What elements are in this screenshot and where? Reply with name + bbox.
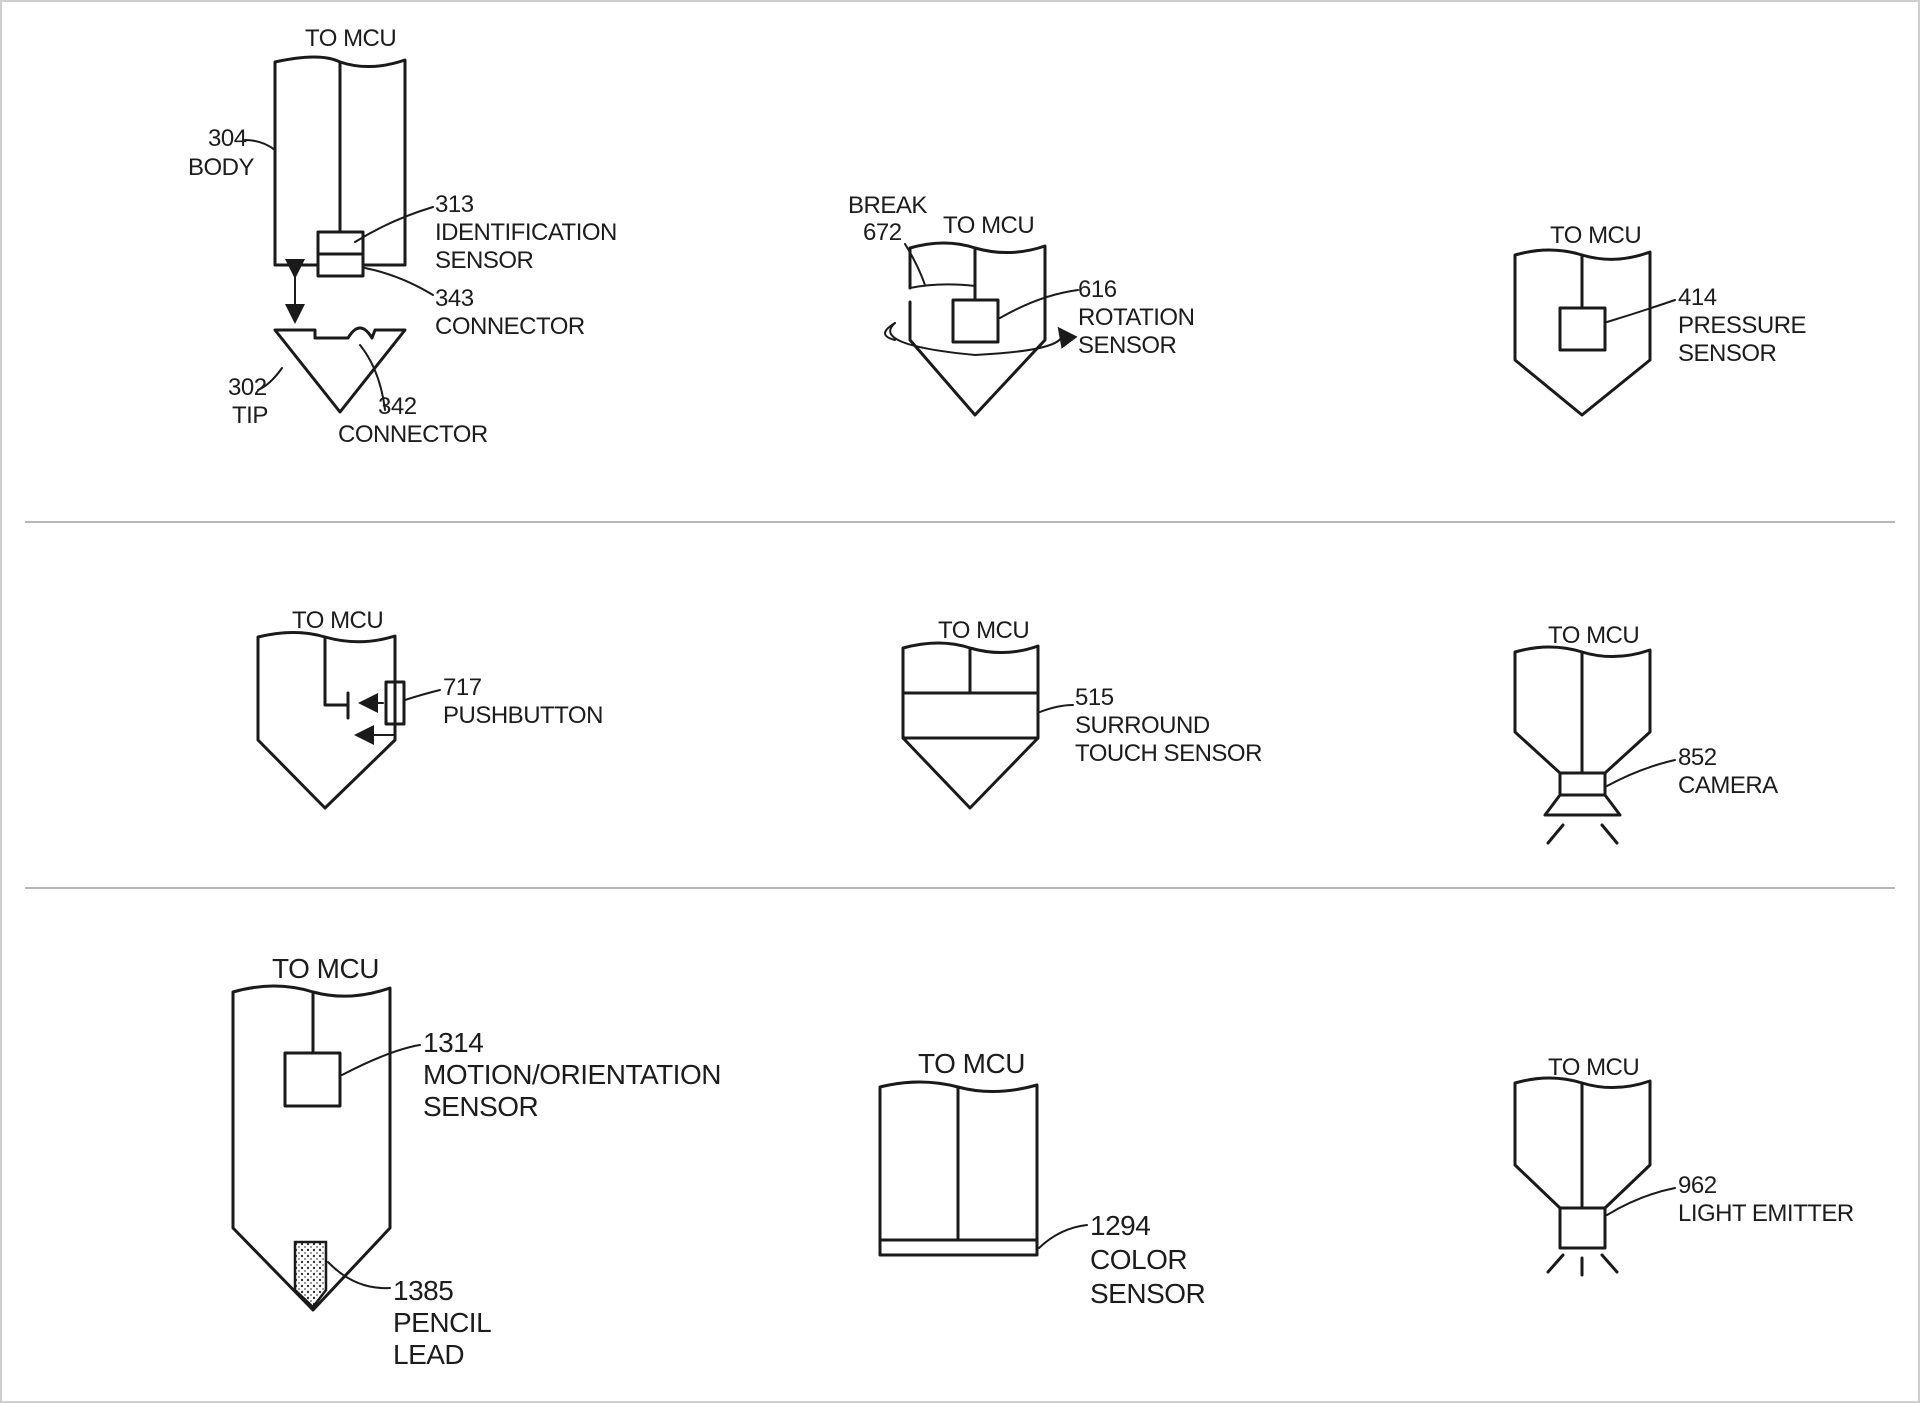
- motion-sensor-box: [283, 1051, 342, 1108]
- svg-text:TO MCU: TO MCU: [918, 1048, 1025, 1079]
- svg-text:CONNECTOR: CONNECTOR: [338, 421, 488, 448]
- svg-text:BODY: BODY: [188, 154, 255, 181]
- svg-text:343: 343: [435, 285, 474, 312]
- svg-text:MOTION/ORIENTATION: MOTION/ORIENTATION: [423, 1059, 721, 1090]
- pressure-sensor-box: [1558, 306, 1607, 352]
- svg-text:304: 304: [208, 125, 247, 152]
- panel-motion-orientation-sensor: TO MCU 1314 MOTION/ORIENTATION SENSOR 13…: [231, 953, 721, 1370]
- svg-text:SENSOR: SENSOR: [1078, 332, 1177, 359]
- stylus-outline: [908, 241, 1047, 417]
- svg-text:342: 342: [378, 393, 417, 420]
- tip-outline: [273, 326, 407, 414]
- panel-rotation-sensor: TO MCU BREAK 672 616 ROTATION SENSOR: [848, 192, 1195, 417]
- light-emitter-box: [1558, 1206, 1607, 1250]
- svg-text:TIP: TIP: [232, 402, 268, 429]
- panel-pressure-sensor: TO MCU 414 PRESSURE SENSOR: [1513, 222, 1807, 417]
- to-mcu-label: TO MCU: [305, 25, 396, 52]
- camera-lens: [1543, 793, 1622, 817]
- svg-text:1314: 1314: [423, 1027, 483, 1058]
- svg-text:BREAK: BREAK: [848, 192, 927, 219]
- stylus-outline: [901, 641, 1040, 810]
- svg-text:SENSOR: SENSOR: [435, 247, 534, 274]
- svg-text:LIGHT EMITTER: LIGHT EMITTER: [1678, 1200, 1854, 1227]
- svg-text:302: 302: [228, 374, 267, 401]
- camera-box: [1558, 771, 1607, 797]
- panel-color-sensor: TO MCU 1294 COLOR SENSOR: [878, 1048, 1206, 1309]
- svg-text:616: 616: [1078, 276, 1117, 303]
- svg-text:TO MCU: TO MCU: [1548, 1054, 1639, 1081]
- svg-text:1385: 1385: [393, 1275, 453, 1306]
- panel-pushbutton: TO MCU 717 PUSHBUTTON: [256, 607, 603, 810]
- svg-text:IDENTIFICATION: IDENTIFICATION: [435, 219, 617, 246]
- color-sensor-band: [878, 1238, 1039, 1257]
- svg-text:ROTATION: ROTATION: [1078, 304, 1194, 331]
- svg-text:PENCIL: PENCIL: [393, 1307, 491, 1338]
- svg-text:CONNECTOR: CONNECTOR: [435, 313, 585, 340]
- rotation-arrow: [889, 322, 1078, 357]
- svg-text:414: 414: [1678, 284, 1717, 311]
- svg-text:PRESSURE: PRESSURE: [1678, 312, 1806, 339]
- connector-343-box: [316, 252, 365, 278]
- svg-text:SENSOR: SENSOR: [1090, 1278, 1205, 1309]
- svg-text:962: 962: [1678, 1172, 1717, 1199]
- svg-text:TOUCH SENSOR: TOUCH SENSOR: [1075, 740, 1262, 767]
- svg-text:TO MCU: TO MCU: [938, 617, 1029, 644]
- svg-text:PUSHBUTTON: PUSHBUTTON: [443, 702, 603, 729]
- svg-text:LEAD: LEAD: [393, 1339, 464, 1370]
- svg-text:CAMERA: CAMERA: [1678, 772, 1778, 799]
- svg-text:SURROUND: SURROUND: [1075, 712, 1210, 739]
- pencil-lead: [293, 1240, 328, 1309]
- stylus-outline: [256, 631, 397, 810]
- svg-text:TO MCU: TO MCU: [943, 212, 1034, 239]
- svg-text:515: 515: [1075, 684, 1114, 711]
- stylus-outline: [231, 984, 392, 1312]
- identification-sensor-box: [316, 230, 365, 256]
- panel-camera: TO MCU 852 CAMERA: [1513, 622, 1779, 845]
- svg-text:313: 313: [435, 191, 474, 218]
- panel-light-emitter: TO MCU 962 LIGHT EMITTER: [1513, 1054, 1854, 1277]
- svg-text:COLOR: COLOR: [1090, 1244, 1187, 1275]
- svg-text:TO MCU: TO MCU: [1550, 222, 1641, 249]
- stylus-outline: [1513, 248, 1652, 417]
- svg-text:852: 852: [1678, 744, 1717, 771]
- svg-text:SENSOR: SENSOR: [1678, 340, 1777, 367]
- svg-text:TO MCU: TO MCU: [272, 953, 379, 984]
- svg-text:672: 672: [863, 219, 902, 246]
- panel-identification-sensor: TO MCU 304 BODY 313 IDENTIFICATION SENSO…: [188, 25, 617, 448]
- svg-text:717: 717: [443, 674, 482, 701]
- svg-text:TO MCU: TO MCU: [292, 607, 383, 634]
- break-line: [909, 283, 976, 289]
- svg-text:TO MCU: TO MCU: [1548, 622, 1639, 649]
- svg-text:SENSOR: SENSOR: [423, 1091, 538, 1122]
- rotation-sensor-box: [951, 298, 1000, 344]
- svg-text:1294: 1294: [1090, 1210, 1150, 1241]
- panel-surround-touch-sensor: TO MCU 515 SURROUND TOUCH SENSOR: [901, 617, 1263, 810]
